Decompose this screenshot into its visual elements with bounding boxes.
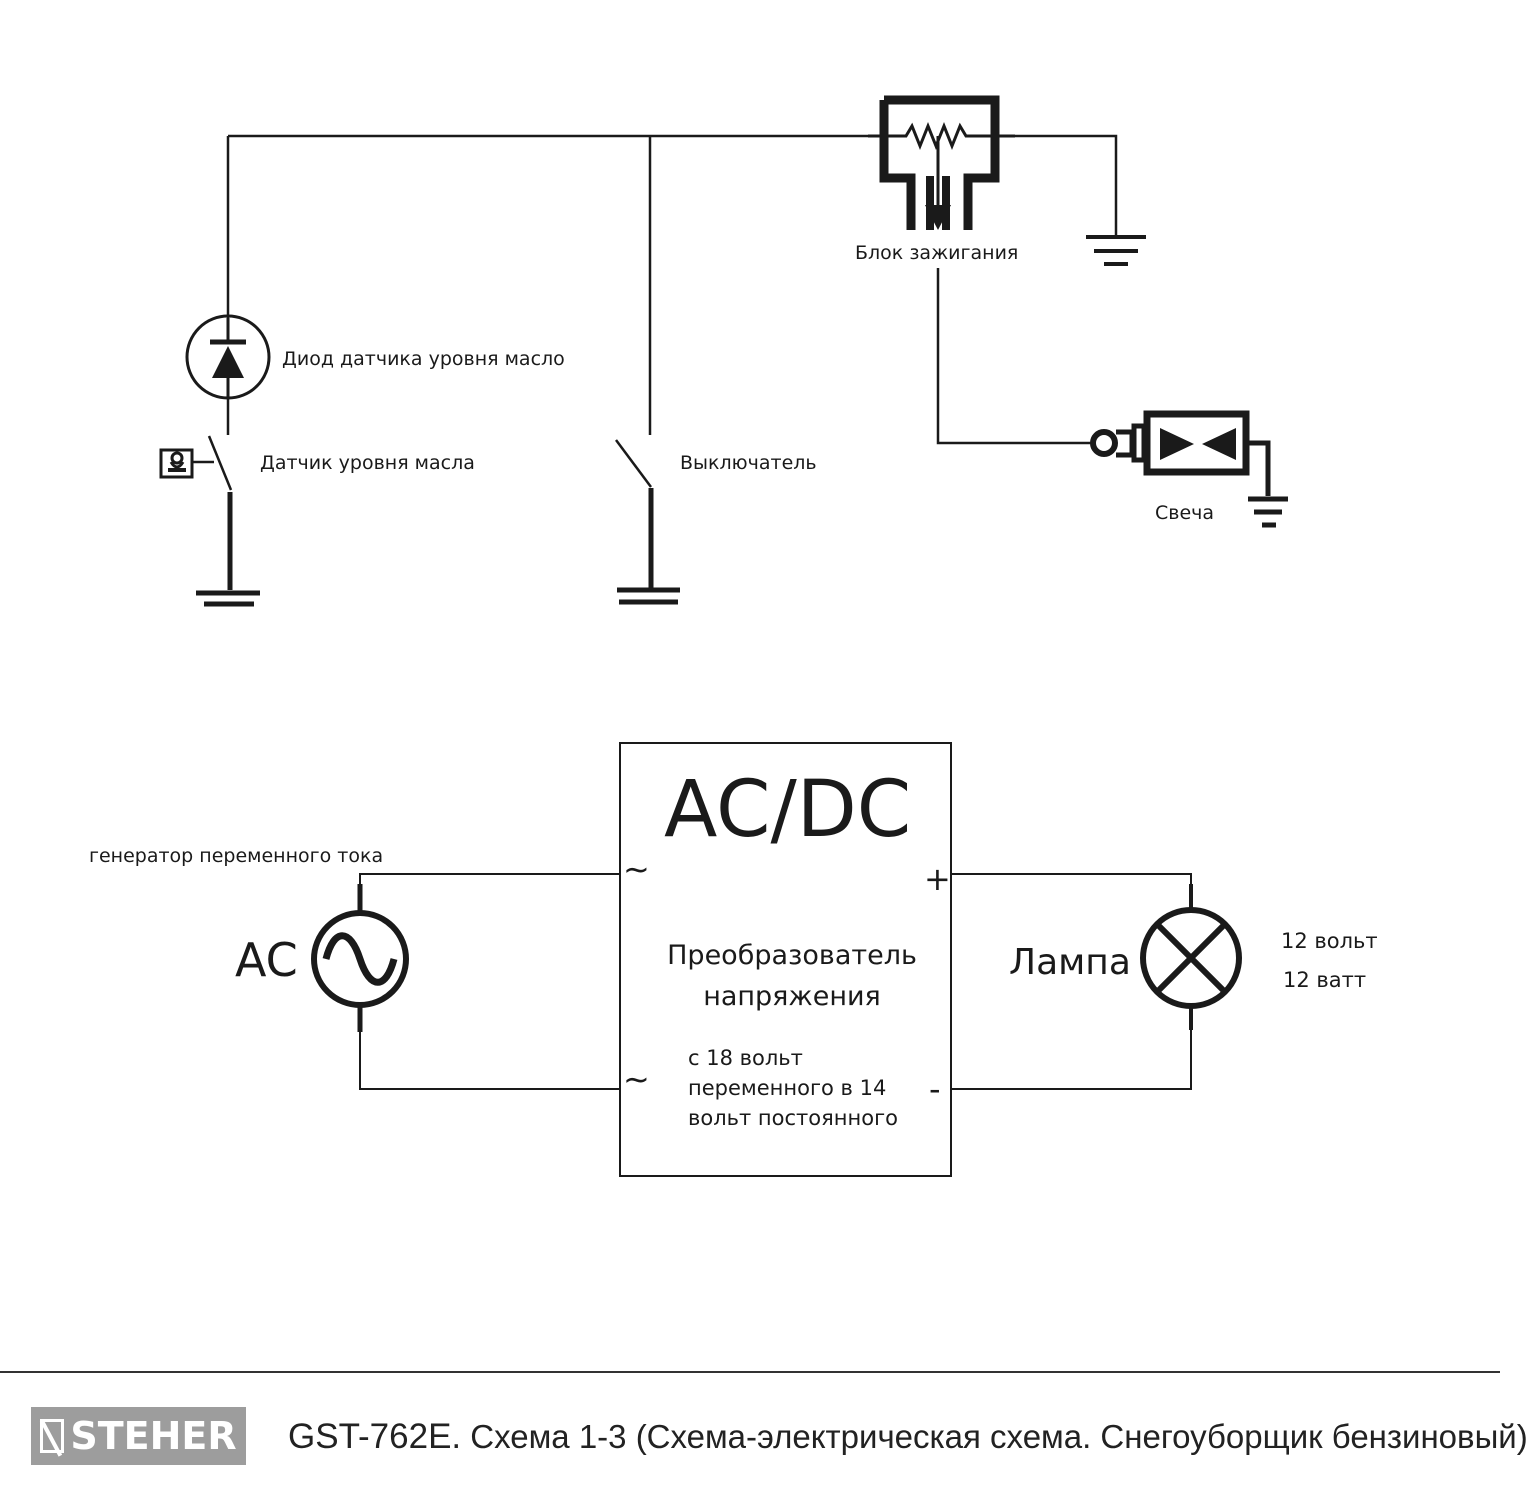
generator-top-wire <box>359 873 620 884</box>
main-switch <box>614 439 654 588</box>
footer-caption: GST-762E. Схема 1-3 (Схема-электрическая… <box>288 1417 1528 1457</box>
caption-text: Схема 1-3 (Схема-электрическая схема. Сн… <box>461 1418 1528 1455</box>
model-name: GST-762E. <box>288 1417 462 1456</box>
plus-symbol: + <box>924 860 951 898</box>
oil-diode-symbol <box>185 314 271 435</box>
acdc-converter-box <box>619 742 952 1177</box>
lamp-label: Лампа <box>1009 942 1131 983</box>
converter-name-line2: напряжения <box>703 981 881 1012</box>
spark-plug-symbol <box>1090 410 1271 496</box>
hv-wire <box>936 268 1092 445</box>
ac-generator-symbol <box>311 884 409 1032</box>
oil-sensor-label: Датчик уровня масла <box>260 452 475 474</box>
ignition-ground-wire <box>1015 134 1118 236</box>
converter-note-line1: с 18 вольт <box>688 1046 803 1070</box>
generator-label: генератор переменного тока <box>89 845 383 867</box>
spark-plug-label: Свеча <box>1155 502 1214 524</box>
steher-logo: STEHER <box>31 1407 246 1465</box>
switch-label: Выключатель <box>680 452 817 474</box>
lamp-spec-voltage: 12 вольт <box>1281 929 1378 953</box>
charging-circuit <box>311 742 1242 1177</box>
ignition-block <box>868 95 1015 230</box>
steher-logo-mark-icon <box>40 1419 65 1453</box>
converter-note-line3: вольт постоянного <box>688 1106 898 1130</box>
ground-symbol-switch <box>617 587 680 605</box>
oil-diode-label: Диод датчика уровня масло <box>282 348 565 370</box>
converter-title: AC/DC <box>664 765 911 855</box>
ignition-block-label: Блок зажигания <box>855 242 1018 264</box>
oil-sensor-switch <box>159 435 233 590</box>
input-symbol-top: ~ <box>623 850 650 888</box>
ground-symbol-ignition <box>1086 235 1146 266</box>
lamp-positive-wire <box>951 873 1192 884</box>
steher-logo-text: STEHER <box>70 1414 237 1458</box>
minus-symbol: - <box>929 1070 941 1108</box>
footer-divider <box>0 1371 1500 1373</box>
input-symbol-bottom: ~ <box>623 1060 650 1098</box>
converter-note-line2: переменного в 14 <box>688 1076 886 1100</box>
generator-bottom-wire <box>359 1032 620 1090</box>
lamp-symbol <box>1140 884 1242 1030</box>
lamp-spec-power: 12 ватт <box>1283 968 1366 992</box>
ground-symbol-oil-sensor <box>196 590 260 607</box>
ignition-circuit <box>159 95 1288 607</box>
converter-name-line1: Преобразователь <box>667 940 917 971</box>
ground-symbol-spark-plug <box>1248 496 1288 528</box>
ac-label: AC <box>235 933 298 987</box>
lamp-negative-wire <box>951 1030 1192 1090</box>
